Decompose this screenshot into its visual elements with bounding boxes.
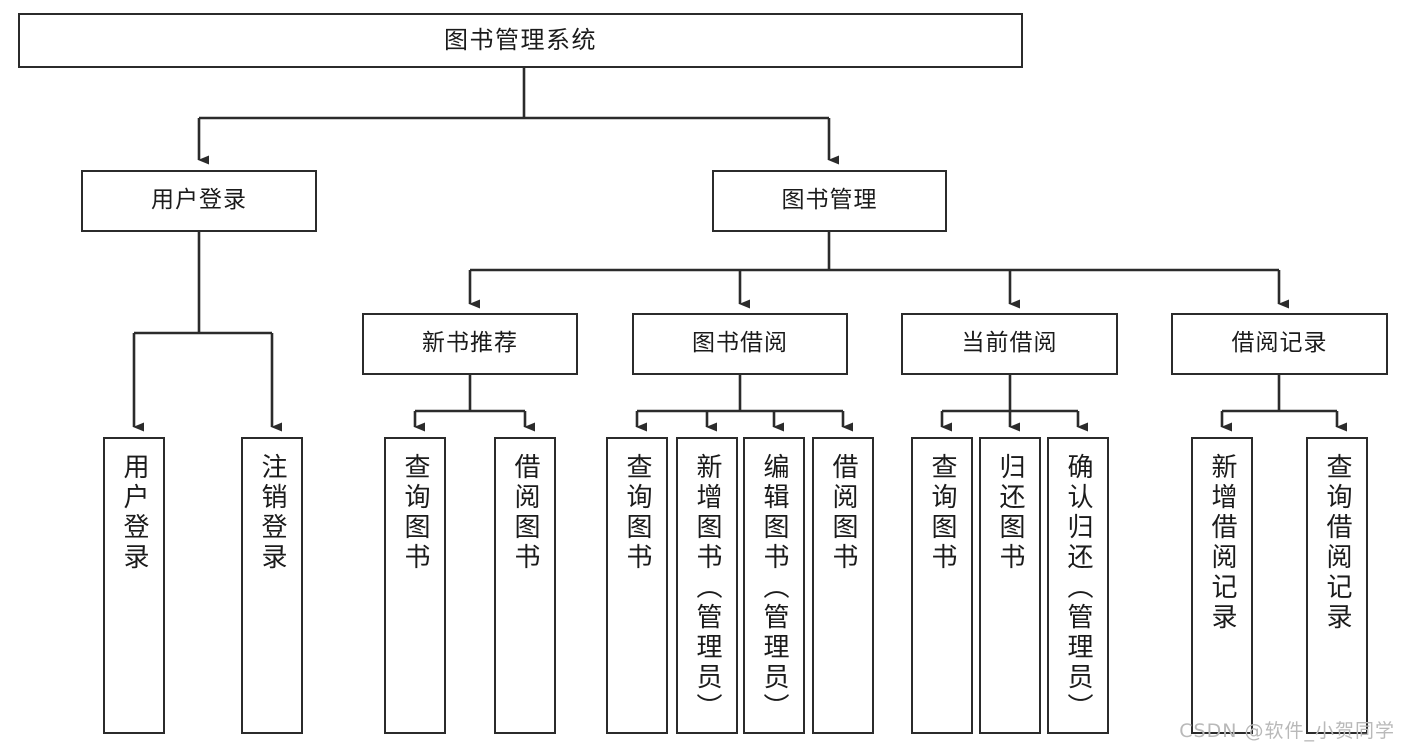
node-leaf-return-book[interactable]: 归还图书 <box>979 437 1041 734</box>
node-current-borrow[interactable]: 当前借阅 <box>901 313 1118 375</box>
node-label: 查询图书 <box>622 453 652 573</box>
node-leaf-user-login[interactable]: 用户登录 <box>103 437 165 734</box>
node-leaf-logout-login[interactable]: 注销登录 <box>241 437 303 734</box>
node-label: 图书管理 <box>781 187 878 214</box>
node-user-login[interactable]: 用户登录 <box>81 170 317 232</box>
node-label: 图书管理系统 <box>444 26 597 55</box>
node-label: 归还图书 <box>995 453 1025 573</box>
node-label: 注销登录 <box>257 453 287 573</box>
node-book-management[interactable]: 图书管理 <box>712 170 947 232</box>
node-leaf-borrow-book-2[interactable]: 借阅图书 <box>812 437 874 734</box>
node-leaf-confirm-return[interactable]: 确认归还（管理员） <box>1047 437 1109 734</box>
node-label: 查询图书 <box>927 453 957 573</box>
node-label: 查询借阅记录 <box>1322 453 1352 633</box>
node-label: 查询图书 <box>400 453 430 573</box>
node-borrow-record[interactable]: 借阅记录 <box>1171 313 1388 375</box>
node-book-borrow[interactable]: 图书借阅 <box>632 313 848 375</box>
node-label: 编辑图书（管理员） <box>759 453 789 723</box>
node-label: 借阅图书 <box>510 453 540 573</box>
node-leaf-add-record[interactable]: 新增借阅记录 <box>1191 437 1253 734</box>
csdn-watermark: CSDN @软件_小贺同学 <box>1179 720 1395 742</box>
node-label: 当前借阅 <box>961 330 1058 357</box>
node-label: 用户登录 <box>151 187 247 214</box>
node-label: 借阅图书 <box>828 453 858 573</box>
node-leaf-add-book[interactable]: 新增图书（管理员） <box>676 437 738 734</box>
node-label: 新书推荐 <box>422 330 518 357</box>
node-label: 新增图书（管理员） <box>692 453 722 723</box>
node-label: 新增借阅记录 <box>1207 453 1237 633</box>
node-leaf-query-book-1[interactable]: 查询图书 <box>384 437 446 734</box>
node-new-book-recommend[interactable]: 新书推荐 <box>362 313 578 375</box>
node-label: 确认归还（管理员） <box>1063 453 1093 723</box>
node-root-book-management-system[interactable]: 图书管理系统 <box>18 13 1023 68</box>
node-label: 借阅记录 <box>1231 330 1328 357</box>
node-leaf-query-record[interactable]: 查询借阅记录 <box>1306 437 1368 734</box>
node-leaf-edit-book[interactable]: 编辑图书（管理员） <box>743 437 805 734</box>
node-leaf-query-book-2[interactable]: 查询图书 <box>606 437 668 734</box>
node-label: 用户登录 <box>119 453 149 573</box>
node-label: 图书借阅 <box>692 330 788 357</box>
node-leaf-borrow-book-1[interactable]: 借阅图书 <box>494 437 556 734</box>
node-leaf-query-book-3[interactable]: 查询图书 <box>911 437 973 734</box>
